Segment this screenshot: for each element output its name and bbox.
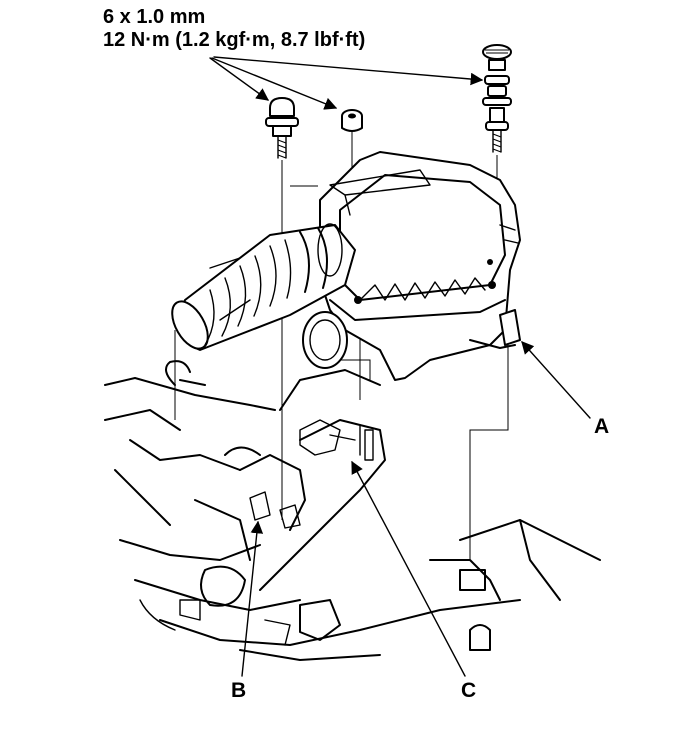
grommet-icon <box>341 109 363 132</box>
callout-leaders <box>241 341 591 677</box>
intake-duct <box>171 223 356 351</box>
callout-label-b: B <box>231 679 247 702</box>
housing-outlet-ring <box>302 311 348 369</box>
cap-fastener-stack-icon <box>482 44 512 153</box>
callout-label-a: A <box>594 415 610 438</box>
torque-spec-label: 12 N·m (1.2 kgf·m, 8.7 lbf·ft) <box>103 29 366 51</box>
mounting-bolt-icon <box>265 97 299 159</box>
callout-label-c: C <box>461 679 477 702</box>
bolt-size-label: 6 x 1.0 mm <box>103 6 206 28</box>
air-cleaner-housing <box>319 151 521 381</box>
engine-compartment <box>104 360 601 661</box>
torque-leader-lines <box>209 56 484 110</box>
